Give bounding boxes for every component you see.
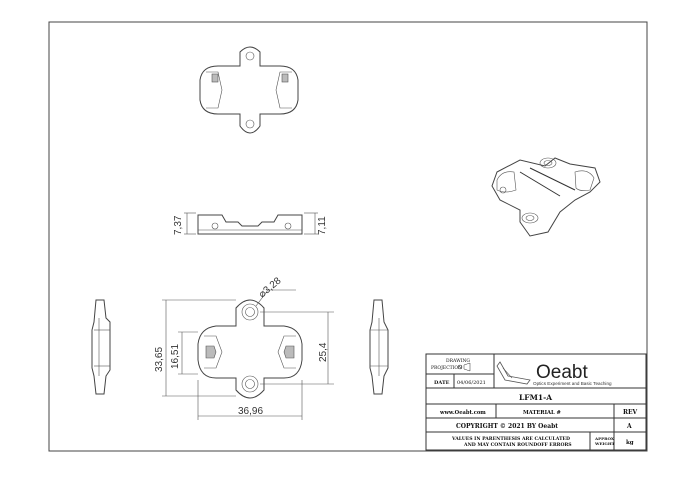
rev-value: A: [626, 423, 632, 430]
isometric-view: [491, 157, 601, 237]
drawing-projection-label: DRAWING: [446, 358, 470, 364]
approx-label: APPROX: [594, 436, 615, 441]
copyright: COPYRIGHT © 2021 BY Oeabt: [456, 423, 558, 430]
material-label: MATERIAL #: [523, 410, 561, 416]
note-line-2: AND MAY CONTAIN ROUNDOFF ERRORS: [463, 442, 572, 448]
date-value: 04/06/2021: [457, 380, 486, 386]
dim-hole-diameter: ⌀3,28: [257, 275, 284, 300]
weight-unit: kg: [626, 440, 634, 446]
note-line-1: VALUES IN PARENTHESIS ARE CALCULATED: [451, 436, 570, 442]
logo-tagline: Optics Experiment and Basic Teaching: [533, 381, 612, 386]
date-label: DATE: [434, 380, 450, 386]
oeabt-logo: Oeabt Optics Experiment and Basic Teachi…: [496, 361, 612, 386]
dim-hole-spacing: 25,4: [318, 342, 329, 362]
dim-inner-height: 16,51: [170, 344, 181, 369]
drawing-projection-label-2: PROJECTION: [431, 365, 462, 371]
projection-symbol-icon: [457, 362, 471, 372]
weight-label: WEIGHT: [594, 441, 615, 446]
dim-overall-width: 36,96: [238, 406, 263, 417]
sheet-border: [48, 21, 648, 452]
dim-height-right: 7,11: [317, 216, 328, 235]
part-number: LFM1-A: [519, 393, 552, 402]
front-view-main: ⌀3,28 33,65 16,51 25,4 36,96: [154, 275, 334, 420]
right-side-view: [369, 299, 389, 395]
title-block: DRAWING PROJECTION DATE 04/06/2021 Oeabt…: [425, 353, 647, 451]
top-view: [199, 46, 299, 134]
dim-height-left: 7,37: [173, 215, 184, 235]
rev-label: REV: [623, 409, 638, 416]
left-side-view: [91, 299, 111, 395]
dim-overall-height: 33,65: [154, 347, 165, 372]
website: www.Oeabt.com: [439, 410, 486, 416]
logo-text: Oeabt: [536, 362, 588, 383]
side-view-middle: 7,37 7,11: [173, 212, 328, 235]
